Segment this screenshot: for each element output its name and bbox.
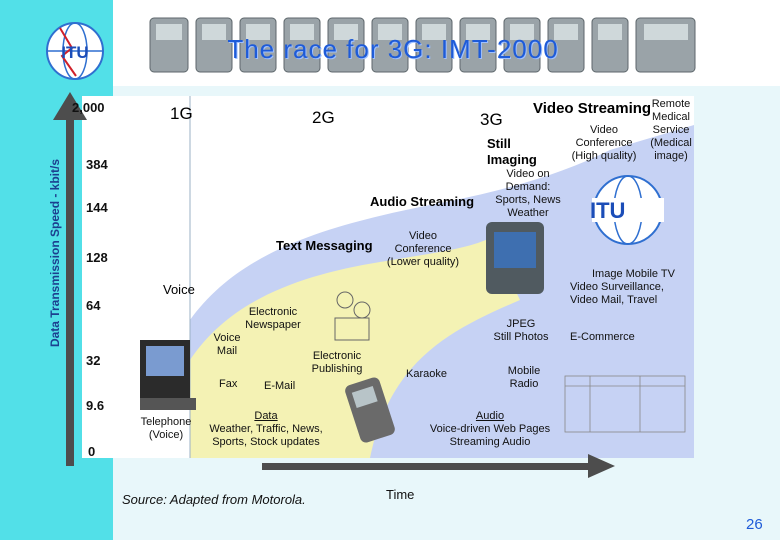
x-axis-arrow bbox=[588, 454, 615, 478]
2g-region bbox=[190, 238, 520, 458]
newspaper-sketch-image bbox=[334, 291, 371, 341]
time-axis-label: Time bbox=[386, 487, 415, 502]
y-tick-label: 2,000 bbox=[72, 100, 105, 115]
email-label: E-Mail bbox=[264, 380, 296, 392]
x-axis-shaft bbox=[262, 463, 592, 470]
handset-device-image bbox=[345, 377, 395, 443]
source-note: Source: Adapted from Motorola. bbox=[122, 492, 306, 507]
audio-streaming-label: Audio Streaming bbox=[370, 194, 475, 209]
y-tick-label: 0 bbox=[88, 444, 96, 459]
y-axis-label: Data Transmission Speed - kbit/s bbox=[48, 158, 62, 348]
gen-1g-label: 1G bbox=[170, 104, 193, 123]
voice-label: Voice bbox=[163, 282, 195, 297]
fax-label: Fax bbox=[219, 378, 238, 390]
slide-title: The race for 3G: IMT-2000 bbox=[227, 34, 559, 64]
itu-globe-image bbox=[592, 175, 664, 245]
y-tick-label: 128 bbox=[86, 250, 108, 265]
karaoke-label: Karaoke bbox=[406, 368, 447, 380]
video-streaming-label: Video Streaming bbox=[533, 100, 652, 117]
telephone-voice-label: Telephone(Voice) bbox=[140, 416, 192, 441]
y-tick-label: 64 bbox=[86, 298, 101, 313]
y-tick-label: 32 bbox=[86, 353, 101, 368]
video-device-image bbox=[486, 222, 544, 294]
phones-banner-image bbox=[149, 17, 696, 73]
telephone-device-image bbox=[140, 340, 196, 410]
ecommerce-table-image bbox=[564, 375, 686, 433]
gen-2g-label: 2G bbox=[312, 108, 335, 127]
y-axis-arrow bbox=[53, 92, 87, 120]
y-tick-label: 384 bbox=[86, 157, 108, 172]
gen-3g-label: 3G bbox=[480, 110, 503, 129]
ecommerce-label: E-Commerce bbox=[570, 331, 635, 343]
y-tick-label: 9.6 bbox=[86, 398, 105, 413]
page-number: 26 bbox=[746, 516, 763, 533]
itu-logo-text: ITU bbox=[61, 43, 88, 62]
itu-logo: ITU bbox=[46, 22, 104, 80]
y-tick-label: 144 bbox=[86, 200, 108, 215]
y-axis-shaft bbox=[66, 118, 74, 466]
globe-logo-text: ITU bbox=[590, 198, 626, 223]
text-messaging-label: Text Messaging bbox=[276, 238, 373, 253]
